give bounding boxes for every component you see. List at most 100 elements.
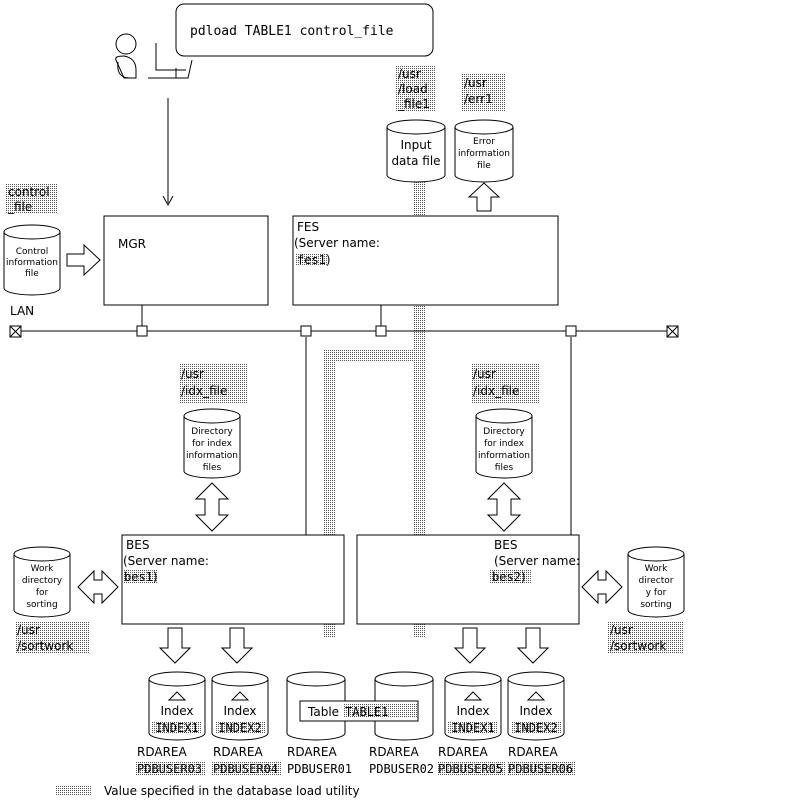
svg-text:Error: Error [473, 137, 495, 147]
rdarea-label: RDAREA [287, 745, 337, 759]
svg-text:/idx_file: /idx_file [181, 384, 227, 398]
index-label: Index [160, 704, 193, 718]
rdarea-name: PDBUSER06 [508, 762, 573, 776]
svg-text:Directory: Directory [483, 427, 525, 437]
bes2-name: bes2) [492, 570, 526, 584]
command-text: pdload TABLE1 control_file [190, 24, 394, 39]
mgr-label: MGR [118, 237, 146, 251]
work-arrow-1 [77, 569, 119, 605]
sortwork-path-1: /usr [17, 623, 40, 637]
svg-text:Directory: Directory [191, 427, 233, 437]
sortwork-path-2: /usr [610, 623, 633, 637]
index-marker [463, 691, 483, 701]
rdarea-label: RDAREA [508, 745, 558, 759]
svg-text:/sortwork: /sortwork [610, 639, 666, 653]
work-dir-cylinder-2: Work director y for sorting [627, 546, 685, 618]
idx-dir-arrow-1 [194, 482, 230, 532]
rdarea-name: PDBUSER04 [213, 762, 278, 776]
index-name: INDEX1 [451, 721, 494, 735]
lan-terminator [9, 325, 679, 338]
idx-path-1: /usr [181, 367, 204, 381]
rdarea-name: PDBUSER01 [287, 762, 352, 776]
bes2-label: (Server name: [494, 554, 580, 568]
rdarea-label: RDAREA [438, 745, 488, 759]
svg-text:/err1: /err1 [464, 92, 493, 106]
control-arrow [66, 243, 101, 277]
rdarea-label: RDAREA [137, 745, 187, 759]
rdarea-name: PDBUSER03 [137, 762, 202, 776]
index-marker [526, 691, 546, 701]
svg-text:Control: Control [16, 247, 49, 257]
rdarea-label: RDAREA [369, 745, 419, 759]
work-arrow-2 [581, 569, 623, 605]
svg-text:file: file [477, 161, 491, 171]
bes1-label: (Server name: [123, 554, 209, 568]
bes1-title: BES [126, 538, 149, 552]
svg-text:_file1: _file1 [397, 97, 430, 111]
svg-text:files: files [495, 463, 514, 473]
idx-dir-arrow-2 [486, 482, 522, 532]
idx-path-2: /usr [473, 367, 496, 381]
index-label: Index [519, 704, 552, 718]
bes2-title: BES [494, 538, 517, 552]
bes1-box [121, 534, 345, 625]
svg-text:files: files [203, 463, 222, 473]
svg-text:/sortwork: /sortwork [17, 639, 73, 653]
err-file-path: /usr [464, 76, 487, 90]
index-label: Index [456, 704, 489, 718]
load-file-path: /usr [398, 67, 421, 81]
svg-text:information: information [6, 258, 58, 268]
work-dir-cylinder-1: Work directory for sorting [13, 546, 71, 618]
svg-text:/load: /load [398, 82, 428, 96]
storage-down-arrow [158, 627, 550, 664]
svg-text:sorting: sorting [640, 600, 671, 610]
error-info-file-cylinder: Error information file [454, 119, 514, 183]
legend-swatch [55, 786, 91, 796]
fes-name: fes1) [297, 253, 331, 267]
control-file-cylinder: Control information file [3, 224, 61, 296]
svg-text:information: information [186, 451, 238, 461]
command-box [175, 3, 434, 57]
rdarea-name: PDBUSER02 [369, 762, 434, 776]
index-label: Index [223, 704, 256, 718]
svg-text:Work: Work [31, 564, 55, 574]
svg-text:sorting: sorting [26, 600, 57, 610]
svg-text:Input: Input [400, 138, 431, 152]
svg-text:for index: for index [484, 439, 525, 449]
index-marker [167, 691, 187, 701]
mgr-box [103, 215, 269, 306]
svg-text:/idx_file: /idx_file [473, 384, 519, 398]
lan-label: LAN [10, 304, 34, 318]
error-up-arrow [467, 182, 501, 212]
index-name: INDEX2 [218, 721, 261, 735]
index-name: INDEX2 [514, 721, 557, 735]
svg-text:file: file [25, 269, 39, 279]
svg-text:Work: Work [645, 564, 669, 574]
svg-text:information: information [478, 451, 530, 461]
svg-text:data file: data file [391, 154, 440, 168]
user-icon [115, 33, 193, 79]
fes-box [292, 215, 559, 306]
svg-text:_file: _file [7, 200, 32, 214]
input-data-file-cylinder: Input data file [386, 119, 446, 183]
rdarea-labels: RDAREA PDBUSER03 RDAREA PDBUSER04 RDAREA PDBU… [136, 745, 576, 776]
bes2-box [356, 534, 580, 625]
idx-dir-cylinder-2: Directory for index information files [475, 408, 533, 479]
legend-text: Value specified in the database load uti… [104, 784, 360, 798]
rdarea-name: PDBUSER05 [438, 762, 503, 776]
index-name: INDEX1 [155, 721, 198, 735]
index-marker [230, 691, 250, 701]
svg-text:directory: directory [22, 576, 63, 586]
fes-label: (Server name: [294, 236, 380, 250]
bes1-name: bes1) [124, 570, 158, 584]
control-file-path: control [8, 185, 50, 199]
svg-text:information: information [458, 149, 510, 159]
svg-text:for index: for index [192, 439, 233, 449]
svg-text:for: for [36, 588, 49, 598]
